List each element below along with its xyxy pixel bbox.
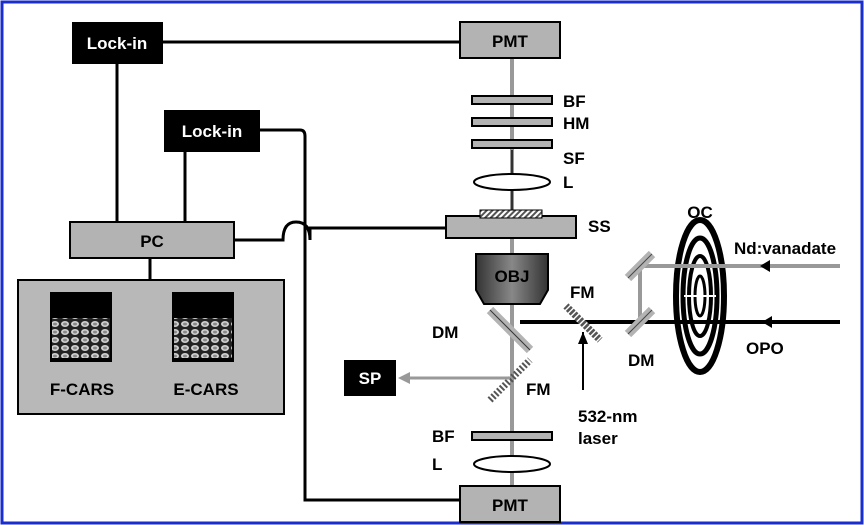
nd-vanadate-label: Nd:vanadate: [734, 239, 836, 258]
pmt-bottom-label: PMT: [492, 496, 529, 515]
opo-beam-arrow: [762, 316, 772, 328]
ss-label: SS: [588, 217, 611, 236]
sp-beam-arrow: [398, 372, 410, 384]
pmt-top-label: PMT: [492, 32, 529, 51]
sample-stage: [446, 216, 576, 238]
lockin-top-label: Lock-in: [87, 34, 147, 53]
laser-arrow: [578, 332, 588, 344]
dm-right-label: DM: [628, 351, 654, 370]
bf-bottom-label: BF: [432, 427, 455, 446]
optical-chopper: [676, 220, 724, 372]
oc-label: OC: [687, 203, 713, 222]
e-cars-label: E-CARS: [173, 380, 238, 399]
pc-label: PC: [140, 232, 164, 251]
laser-label-line2: laser: [578, 429, 618, 448]
laser-label-line1: 532-nm: [578, 407, 638, 426]
f-cars-label: F-CARS: [50, 380, 114, 399]
bf-top-filter: [472, 96, 552, 104]
e-cars-image-texture: [174, 318, 232, 358]
lens-bottom: [474, 456, 550, 472]
lens-bottom-label: L: [432, 455, 442, 474]
sp-label: SP: [359, 369, 382, 388]
dm-left-label: DM: [432, 323, 458, 342]
f-cars-image-texture: [52, 318, 110, 358]
bf-bottom-filter: [472, 432, 552, 440]
fm-right-label: FM: [570, 283, 595, 302]
nd-beam-arrow: [760, 260, 770, 272]
fm-left-label: FM: [526, 380, 551, 399]
sample-slide: [480, 210, 542, 218]
bf-top-label: BF: [563, 92, 586, 111]
wire-lockin-mid-pmt-bottom: [260, 130, 460, 500]
hm-filter: [472, 118, 552, 126]
sf-label: SF: [563, 149, 585, 168]
lens-top: [474, 174, 550, 190]
objective-label: OBJ: [495, 267, 530, 286]
opo-label: OPO: [746, 339, 784, 358]
lockin-mid-label: Lock-in: [182, 122, 242, 141]
sf-filter: [472, 140, 552, 148]
lens-top-label: L: [563, 173, 573, 192]
wire-pc-stage: [234, 222, 446, 240]
hm-label: HM: [563, 114, 589, 133]
